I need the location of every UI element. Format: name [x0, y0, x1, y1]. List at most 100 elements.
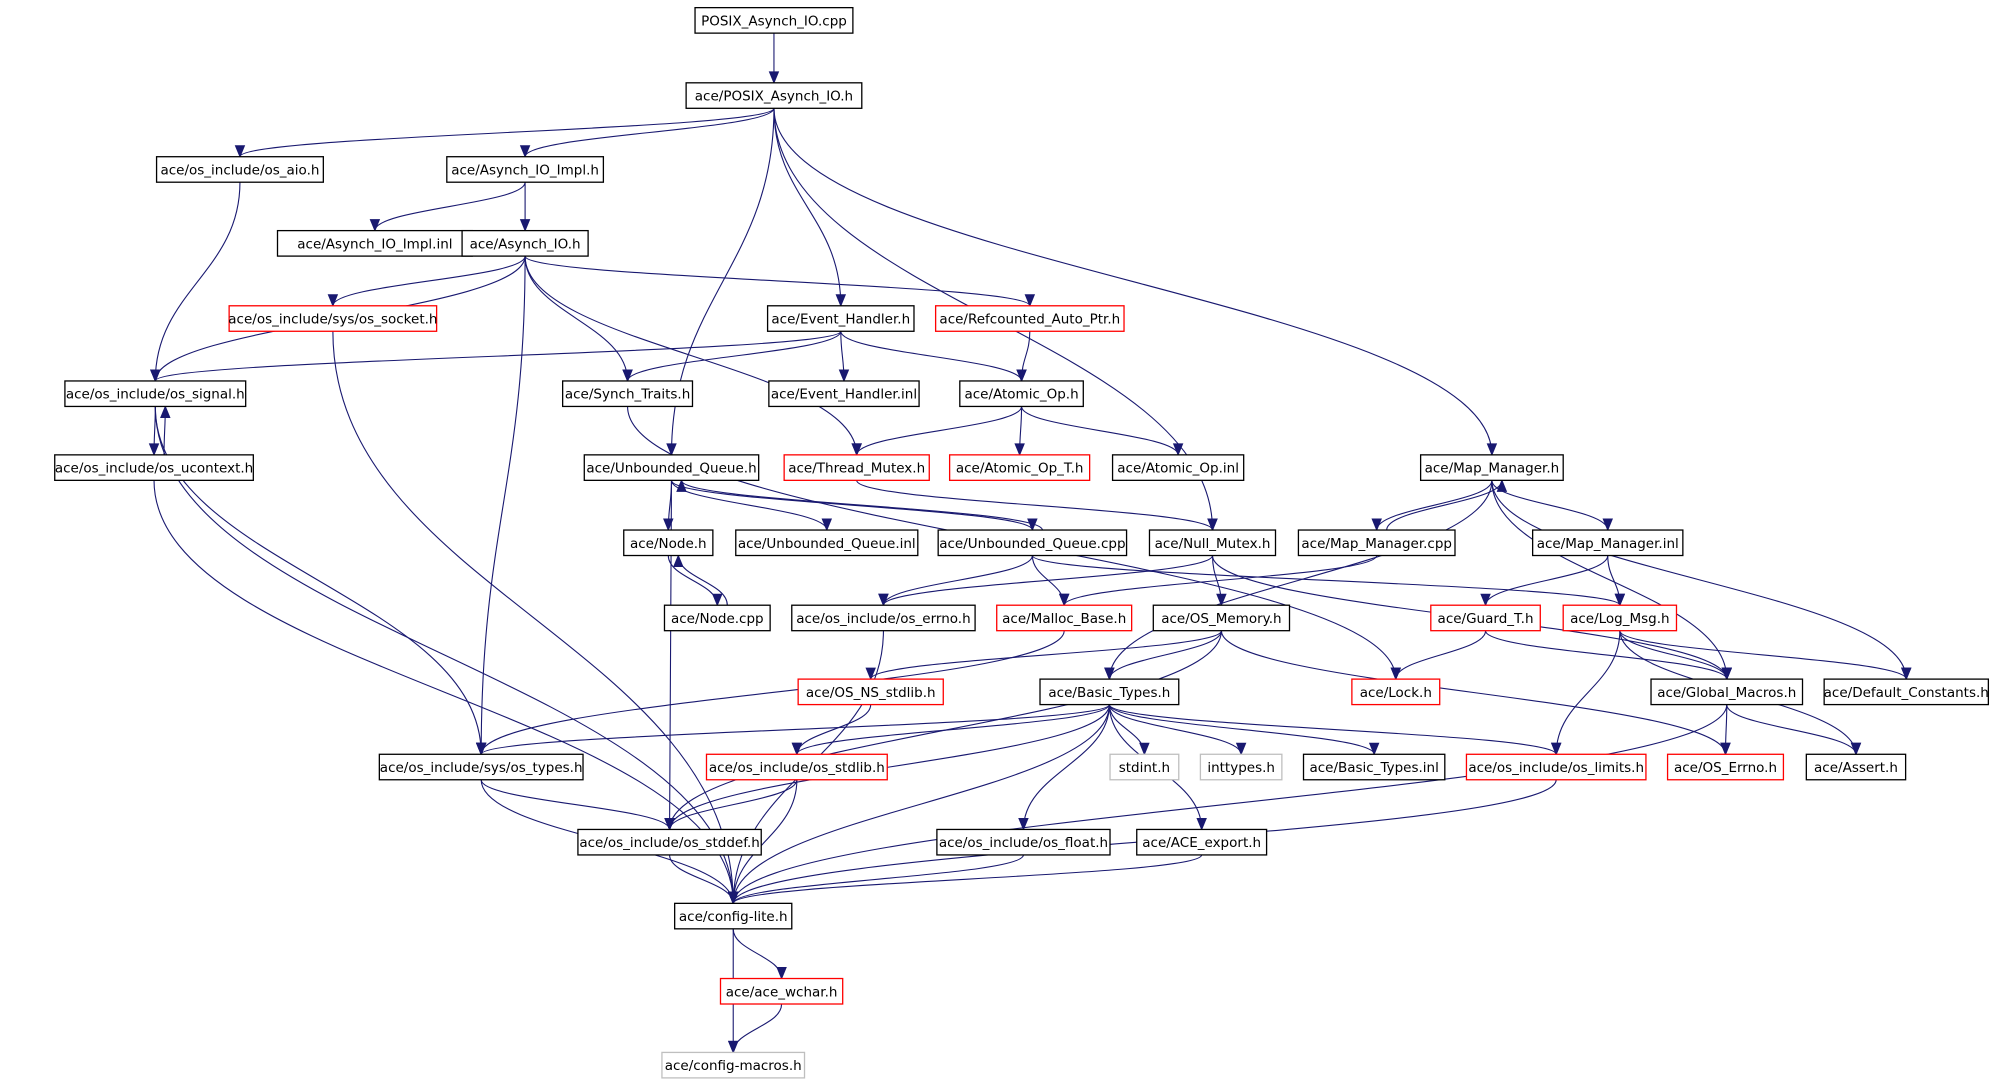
edge-arrowhead — [727, 1040, 739, 1054]
edge-line — [856, 479, 1214, 531]
edge-arrowhead — [1496, 479, 1508, 492]
node-sys_os_types[interactable]: ace/os_include/sys/os_types.h — [378, 753, 584, 781]
node-stdint[interactable]: stdint.h — [1109, 753, 1180, 781]
node-box — [623, 529, 714, 557]
edge-arrowhead — [1720, 742, 1731, 756]
node-ace_wchar[interactable]: ace/ace_wchar.h — [719, 977, 844, 1005]
node-box — [561, 380, 694, 408]
node-box — [1148, 529, 1277, 557]
edge-line — [480, 256, 526, 755]
node-inttypes[interactable]: inttypes.h — [1199, 753, 1283, 781]
node-lock_h[interactable]: ace/Lock.h — [1351, 678, 1441, 706]
edge-root-to-posix_h — [768, 33, 780, 85]
node-label: ace/Lock.h — [1360, 685, 1432, 701]
node-ace_export[interactable]: ace/ACE_export.h — [1136, 828, 1268, 856]
node-root[interactable]: POSIX_Asynch_IO.cpp — [694, 6, 854, 34]
node-label: ace/config-lite.h — [679, 909, 788, 925]
node-assert_h[interactable]: ace/Assert.h — [1805, 753, 1907, 781]
node-box — [1199, 753, 1283, 781]
node-os_float[interactable]: ace/os_include/os_float.h — [936, 828, 1111, 856]
node-os_stdlib[interactable]: ace/os_include/os_stdlib.h — [705, 753, 888, 781]
node-label: ace/Node.h — [630, 536, 707, 552]
node-label: ace/Assert.h — [1814, 760, 1898, 776]
node-node_cpp[interactable]: ace/Node.cpp — [663, 604, 771, 632]
node-box — [446, 156, 605, 183]
edge-arrowhead — [838, 369, 850, 383]
edge-line — [732, 704, 1728, 904]
node-config_macros[interactable]: ace/config-macros.h — [661, 1051, 806, 1079]
edge-guard_t-to-lock_h — [1390, 630, 1487, 681]
node-aio_impl_h[interactable]: ace/Asynch_IO_Impl.h — [446, 156, 605, 183]
edge-line — [1108, 704, 1557, 755]
node-map_manager_h[interactable]: ace/Map_Manager.h — [1419, 454, 1564, 481]
node-label: ace/ACE_export.h — [1142, 835, 1261, 851]
edge-line — [1031, 555, 1621, 606]
node-map_manager_cpp[interactable]: ace/Map_Manager.cpp — [1297, 529, 1456, 557]
edge-line — [524, 256, 858, 455]
node-os_errno[interactable]: ace/os_include/os_errno.h — [791, 604, 976, 632]
edge-arrowhead — [234, 145, 246, 159]
node-label: ace/Event_Handler.h — [771, 312, 910, 328]
node-atomic_op_inl[interactable]: ace/Atomic_Op.inl — [1111, 454, 1245, 481]
edge-arrowhead — [1390, 667, 1402, 681]
node-os_ucontext[interactable]: ace/os_include/os_ucontext.h — [54, 454, 254, 481]
node-unbounded_queue_h[interactable]: ace/Unbounded_Queue.h — [583, 454, 760, 481]
node-os_socket[interactable]: ace/os_include/sys/os_socket.h — [228, 305, 437, 332]
node-synch_traits[interactable]: ace/Synch_Traits.h — [561, 380, 694, 408]
edge-map_manager_cpp-to-malloc_base — [1058, 555, 1378, 607]
node-os_signal[interactable]: ace/os_include/os_signal.h — [64, 380, 247, 408]
edge-line — [773, 108, 842, 306]
edge-line — [1108, 704, 1242, 755]
node-map_manager_inl[interactable]: ace/Map_Manager.inl — [1531, 529, 1684, 557]
node-os_errno_ace[interactable]: ace/OS_Errno.h — [1666, 753, 1785, 781]
node-guard_t[interactable]: ace/Guard_T.h — [1430, 604, 1541, 632]
edge-arrowhead — [148, 443, 160, 457]
edge-line — [332, 255, 526, 306]
edge-line — [1491, 480, 1728, 680]
node-box — [1351, 678, 1441, 706]
node-unbounded_queue_inl[interactable]: ace/Unbounded_Queue.inl — [735, 529, 919, 557]
node-os_aio[interactable]: ace/os_include/os_aio.h — [155, 156, 324, 183]
node-basic_types_h[interactable]: ace/Basic_Types.h — [1039, 678, 1180, 706]
node-label: ace/Thread_Mutex.h — [788, 461, 925, 477]
node-posix_h[interactable]: ace/POSIX_Asynch_IO.h — [685, 82, 863, 109]
edge-aio_h-to-os_socket — [327, 255, 526, 308]
node-basic_types_inl[interactable]: ace/Basic_Types.inl — [1302, 753, 1446, 781]
node-thread_mutex[interactable]: ace/Thread_Mutex.h — [783, 454, 930, 481]
node-atomic_op_h[interactable]: ace/Atomic_Op.h — [959, 380, 1084, 408]
node-box — [719, 977, 844, 1005]
edge-arrowhead — [1368, 742, 1380, 756]
edge-line — [524, 255, 1031, 307]
edge-map_manager_h-to-basic_types_h — [1104, 480, 1493, 681]
edge-arrowhead — [1016, 369, 1027, 383]
node-unbounded_queue_cpp[interactable]: ace/Unbounded_Queue.cpp — [937, 529, 1128, 557]
edge-line — [669, 779, 798, 830]
node-os_limits[interactable]: ace/os_include/os_limits.h — [1465, 753, 1647, 781]
node-null_mutex[interactable]: ace/Null_Mutex.h — [1148, 529, 1277, 557]
node-malloc_base[interactable]: ace/Malloc_Base.h — [996, 604, 1133, 632]
node-node_h[interactable]: ace/Node.h — [623, 529, 714, 557]
edge-line — [1726, 704, 1857, 755]
node-aio_impl_inl[interactable]: ace/Asynch_IO_Impl.inl — [276, 229, 473, 257]
node-default_constants[interactable]: ace/Default_Constants.h — [1823, 678, 1990, 706]
node-global_macros[interactable]: ace/Global_Macros.h — [1650, 678, 1804, 706]
node-atomic_op_t[interactable]: ace/Atomic_Op_T.h — [948, 454, 1091, 481]
node-os_stddef[interactable]: ace/os_include/os_stddef.h — [577, 828, 762, 856]
edge-line — [732, 854, 1203, 904]
node-label: ace/os_include/sys/os_socket.h — [228, 312, 437, 328]
node-refcounted[interactable]: ace/Refcounted_Auto_Ptr.h — [934, 305, 1125, 332]
node-box — [797, 678, 944, 706]
node-config_lite[interactable]: ace/config-lite.h — [674, 902, 793, 930]
edge-event_handler_h-to-event_handler_inl — [838, 331, 850, 383]
node-box — [54, 454, 254, 481]
node-log_msg[interactable]: ace/Log_Msg.h — [1562, 604, 1678, 632]
node-event_handler_inl[interactable]: ace/Event_Handler.inl — [768, 380, 920, 408]
edge-arrowhead — [475, 742, 487, 756]
node-aio_h[interactable]: ace/Asynch_IO.h — [461, 229, 589, 257]
edge-line — [680, 479, 1043, 531]
edge-arrowhead — [1139, 742, 1150, 756]
node-os_ns_stdlib[interactable]: ace/OS_NS_stdlib.h — [797, 678, 944, 706]
node-os_memory[interactable]: ace/OS_Memory.h — [1152, 604, 1291, 632]
node-box — [735, 529, 919, 557]
node-event_handler_h[interactable]: ace/Event_Handler.h — [766, 305, 915, 332]
